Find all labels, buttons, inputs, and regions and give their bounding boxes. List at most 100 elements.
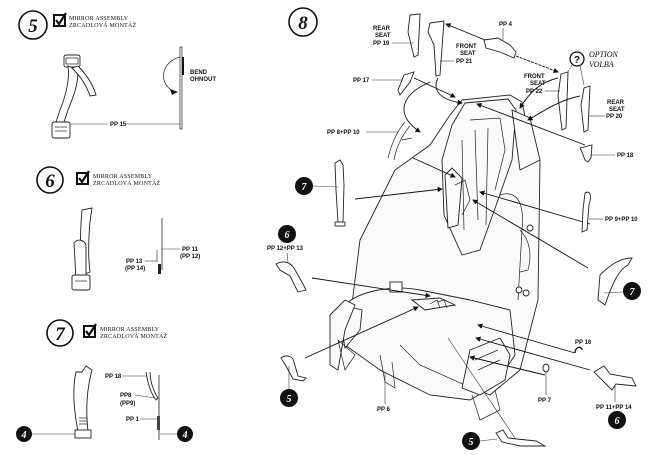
callout-4-right-number: 4 — [182, 430, 188, 441]
strap-pp12-pp13 — [275, 261, 307, 293]
callout-6-upper-left — [278, 225, 296, 243]
label-front-seat-right-1: FRONT — [524, 74, 545, 80]
callout-6-upper-left-number: 6 — [285, 230, 290, 241]
question-icon — [569, 51, 585, 67]
callout-5-bottom — [462, 432, 480, 450]
label-rear-seat-right-1: REAR — [607, 100, 625, 106]
label-pp14: (PP 14) — [125, 266, 145, 272]
callout-7-right-number: 7 — [630, 287, 636, 298]
label-pp8: PP8 — [120, 393, 132, 399]
step-6-number: 6 — [45, 171, 55, 192]
step-6-header-line1: MIRROR ASSEMBLY — [93, 174, 153, 180]
label-front-seat-right-3: PP 22 — [526, 89, 543, 95]
label-pp13: PP 13 — [126, 259, 143, 265]
part-pp20 — [580, 85, 591, 133]
label-pp16: PP 16 — [575, 340, 592, 346]
label-pp1: PP 1 — [126, 417, 140, 423]
callout-7-left — [295, 177, 313, 195]
step-7-circle — [46, 319, 74, 347]
label-pp8-pp10: PP 8+PP 10 — [327, 130, 360, 136]
label-option: OPTION — [589, 50, 619, 59]
callout-4-left-number: 4 — [21, 430, 27, 441]
label-rear-seat-right-2: SEAT — [609, 107, 625, 113]
step-6-header-line2: ZRCADLOVÁ MONTÁŽ — [93, 179, 160, 187]
label-pp18: PP 18 — [617, 153, 634, 159]
callout-5-lower-left — [280, 389, 298, 407]
label-pp4: PP 4 — [499, 22, 513, 28]
callout-7-right — [623, 282, 641, 300]
label-front-seat-right-2: SEAT — [530, 81, 546, 87]
step-6-strap-part — [71, 207, 93, 291]
label-pp18-step7: PP 18 — [105, 374, 122, 380]
step-8: 8 REAR SEAT PP 19 FRONT SEAT PP 21 PP 4 … — [267, 7, 641, 450]
label-volba: VOLBA — [589, 60, 614, 69]
bend-arrow-icon — [170, 89, 178, 95]
step-7-checkbox — [83, 323, 97, 338]
belt-right-part — [597, 257, 633, 306]
step-8-circle — [288, 7, 318, 37]
label-pp17: PP 17 — [353, 78, 370, 84]
part-pp19 — [407, 13, 421, 58]
label-pp15: PP 15 — [110, 122, 127, 128]
belt-left-part — [334, 159, 345, 223]
part-pp17 — [397, 71, 415, 96]
label-bend: BEND — [190, 70, 208, 76]
label-pp9: (PP9) — [120, 401, 135, 407]
svg-text:?: ? — [574, 55, 580, 66]
strap-lower-left — [280, 355, 307, 382]
checkmark-icon — [55, 12, 67, 26]
part-pp7 — [542, 363, 550, 373]
step-6-circle — [36, 166, 64, 194]
step-5-header-line1: MIRROR ASSEMBLY — [69, 16, 129, 22]
label-pp11: PP 11 — [182, 247, 199, 253]
part-pp4 — [483, 37, 517, 59]
label-front-seat-left-3: PP 21 — [456, 59, 473, 65]
step-7: 7 MIRROR ASSEMBLY ZRCADLOVÁ MONTÁŽ 4 PP … — [16, 319, 193, 442]
part-pp16 — [574, 346, 583, 354]
checkmark-icon — [85, 323, 97, 337]
label-rear-seat-left-3: PP 19 — [373, 41, 390, 47]
step-5-bend-strip — [163, 46, 184, 130]
step-7-header-line2: ZRCADLOVÁ MONTÁŽ — [100, 332, 167, 340]
step-5-circle — [18, 10, 48, 40]
part-pp8-pp10 — [387, 121, 413, 161]
step-5: 5 MIRROR ASSEMBLY ZRCADLOVÁ MONTÁŽ PP 15 — [18, 10, 216, 139]
step-5-checkbox — [53, 12, 67, 27]
checkmark-icon — [78, 170, 90, 184]
step-7-number: 7 — [55, 324, 66, 345]
step-7-belt-part — [73, 365, 93, 439]
step-5-number: 5 — [28, 16, 38, 37]
part-pp9-pp10 — [581, 191, 591, 233]
step-5-strap-part — [51, 54, 97, 139]
ejection-seat — [329, 94, 541, 421]
step-6-checkbox — [76, 170, 90, 185]
label-front-seat-left-1: FRONT — [456, 44, 477, 50]
label-pp12-pp13: PP 12+PP 13 — [267, 246, 304, 252]
callout-6-right — [608, 411, 626, 429]
label-front-seat-left-2: SEAT — [460, 51, 476, 57]
callout-4-left — [16, 426, 32, 442]
callout-6-right-number: 6 — [615, 416, 620, 427]
label-rear-seat-left-2: SEAT — [375, 33, 391, 39]
step-8-number: 8 — [298, 13, 308, 34]
callout-7-left-number: 7 — [302, 182, 308, 193]
label-rear-seat-right-3: PP 20 — [606, 114, 623, 120]
callout-4-right — [177, 426, 193, 442]
label-pp12: (PP 12) — [180, 254, 200, 260]
strap-bottom — [495, 429, 547, 447]
part-pp21 — [427, 20, 445, 77]
step-5-header-line2: ZRCADLOVÁ MONTÁŽ — [69, 21, 136, 29]
label-pp11-pp14: PP 11+PP 14 — [596, 405, 632, 411]
label-rear-seat-left-1: REAR — [373, 26, 391, 32]
callout-5-bottom-number: 5 — [469, 437, 474, 448]
callout-5-lower-left-number: 5 — [287, 394, 292, 405]
label-pp6: PP 6 — [377, 407, 391, 413]
label-pp9-pp10: PP 9+PP 10 — [605, 217, 638, 223]
part-pp18 — [579, 144, 593, 163]
step-7-header-line1: MIRROR ASSEMBLY — [100, 327, 160, 333]
strap-pp11-pp14 — [593, 365, 637, 391]
label-bend-cz: OHNOUT — [190, 77, 216, 83]
step-6: 6 MIRROR ASSEMBLY ZRCADLOVÁ MONTÁŽ PP 11… — [36, 166, 200, 291]
